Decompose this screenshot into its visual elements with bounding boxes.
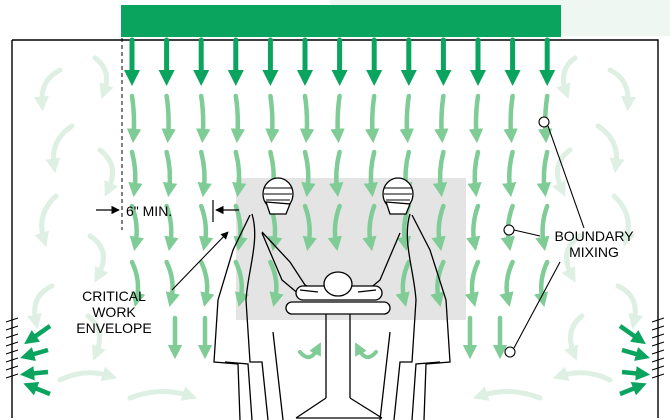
descending-arrow (330, 93, 345, 144)
curl-arrow (355, 342, 378, 360)
descending-arrow (395, 259, 412, 308)
descending-arrow (467, 149, 482, 198)
exhaust-grille-right (651, 317, 665, 379)
recirculation-arrow (561, 233, 583, 283)
descending-arrow (399, 93, 414, 144)
clearance-dimension (96, 200, 239, 222)
recirculation-arrow (472, 386, 543, 401)
descending-arrow (233, 203, 248, 252)
descending-arrow (230, 93, 246, 144)
descending-arrow (299, 93, 315, 144)
descending-arrow (265, 93, 280, 144)
descending-arrow (430, 259, 446, 308)
descending-arrow (162, 149, 178, 198)
descending-arrow (196, 93, 211, 144)
exhaust-arrows-right (618, 324, 651, 397)
recirculation-arrow (556, 55, 578, 100)
descending-arrow (364, 93, 380, 144)
descending-arrow (534, 259, 550, 308)
recirculation-arrow (564, 313, 585, 361)
surgeon-right (361, 213, 451, 420)
descending-arrow (432, 149, 448, 198)
recirculation-arrow (595, 123, 625, 174)
recirculation-arrow (127, 386, 198, 401)
descending-arrow (537, 93, 553, 144)
patient-on-table (285, 271, 391, 419)
descending-arrow (468, 93, 484, 144)
descending-arrow (362, 203, 377, 252)
descending-arrow (434, 93, 449, 144)
surgeon-left-head (262, 177, 294, 215)
descending-arrow (301, 149, 316, 198)
descending-arrow (161, 93, 176, 144)
boundary-mixing-line-2: MIXING (569, 244, 619, 260)
boundary-mixing-label: BOUNDARY MIXING (538, 228, 650, 260)
descending-arrow (431, 203, 446, 252)
descending-arrow (197, 149, 212, 198)
descending-arrow (329, 149, 344, 198)
recirculation-arrow (87, 233, 109, 283)
critical-envelope-leader (171, 231, 229, 291)
descending-arrow (164, 203, 179, 252)
recirculation-arrow (552, 366, 613, 383)
recirculation-arrow (607, 67, 637, 112)
descending-arrow (268, 259, 284, 308)
descending-arrow (198, 203, 214, 252)
recirculation-arrow (92, 55, 114, 100)
exhaust-grille-left (5, 317, 19, 379)
recirculation-arrow (45, 123, 75, 174)
descending-arrow (363, 149, 378, 198)
critical-envelope-line-3: ENVELOPE (76, 320, 152, 336)
room-outline (11, 39, 659, 418)
descending-arrow (198, 259, 215, 308)
descending-arrow (327, 203, 342, 252)
recirculation-arrow (34, 193, 59, 248)
descending-arrow (128, 149, 143, 198)
clearance-label: 6" MIN. (126, 203, 173, 219)
critical-envelope-line-1: CRITICAL (82, 288, 146, 304)
critical-envelope-line-2: WORK (92, 304, 136, 320)
descending-arrow (499, 259, 515, 308)
exhaust-arrows-left (19, 324, 52, 397)
primary-supply-arrows (123, 37, 556, 87)
descending-arrow (232, 149, 247, 198)
curl-arrow (298, 342, 321, 360)
descending-arrow (233, 259, 249, 308)
descending-arrow (129, 203, 144, 252)
surgeon-right-head (382, 177, 414, 215)
recirculation-arrow (27, 283, 55, 330)
supply-diffuser (121, 5, 561, 37)
descending-arrow (126, 93, 142, 144)
descending-arrow (466, 203, 481, 252)
boundary-mixing-leaders (503, 116, 585, 358)
recirculation-arrow (97, 147, 119, 197)
descending-arrow (535, 203, 550, 252)
descending-arrow (302, 203, 317, 252)
recirculation-arrow (57, 366, 118, 383)
descending-arrow (129, 259, 146, 308)
recirculation-arrow (611, 193, 636, 248)
descending-arrow (503, 93, 518, 144)
descending-arrow (164, 259, 180, 308)
descending-arrow (502, 149, 517, 198)
boundary-mixing-line-1: BOUNDARY (554, 228, 634, 244)
recirculation-arrows (27, 55, 643, 401)
descending-airflow-arrows (126, 93, 553, 360)
descending-arrow (464, 259, 481, 308)
recirculation-arrow (551, 147, 573, 197)
recirculation-arrow (85, 313, 106, 361)
recirculation-arrow (33, 67, 63, 112)
descending-arrow (536, 149, 551, 198)
recirculation-arrow (615, 283, 643, 330)
critical-work-envelope-label: CRITICAL WORK ENVELOPE (54, 288, 174, 336)
